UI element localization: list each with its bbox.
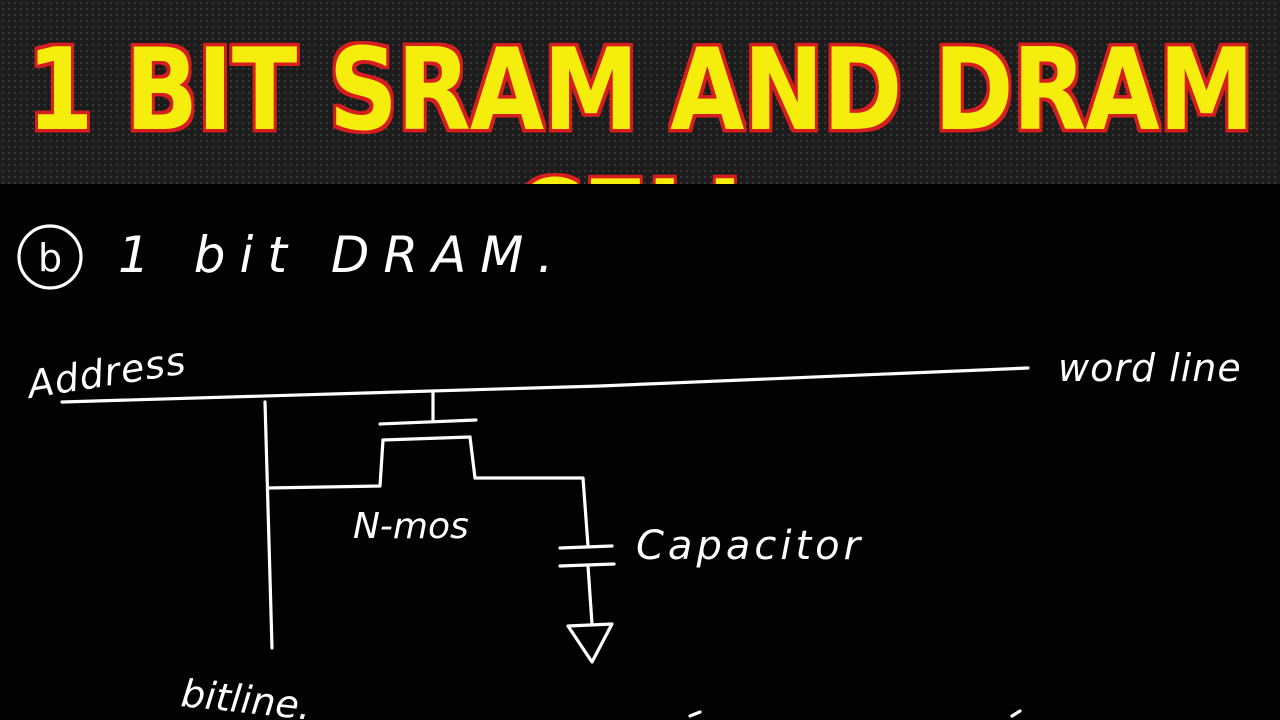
capacitor-label: Capacitor [636,523,864,569]
section-marker-letter: b [38,236,62,280]
cutoff-stroke-2 [1010,709,1022,718]
gate-plate [378,418,478,426]
capacitor-lead [586,564,594,626]
source-connection [266,438,385,490]
capacitor-plate-top [558,544,614,550]
word-line [60,366,1030,404]
word-line-label: word line [1058,346,1242,390]
title-banner: 1 BIT SRAM AND DRAM CELL [0,0,1280,288]
cutoff-stroke-1 [688,710,702,718]
channel-line [381,435,472,442]
address-label: Address [22,338,190,407]
nmos-label: N-mos [353,506,469,547]
blackboard [0,184,1280,720]
section-marker-circle [17,224,83,290]
bitline-label: bitline. [179,671,313,720]
bit-line [263,400,274,650]
ground-symbol [566,622,614,664]
drain-connection [468,435,590,548]
diagram-heading: 1 bit DRAM. [118,226,567,284]
